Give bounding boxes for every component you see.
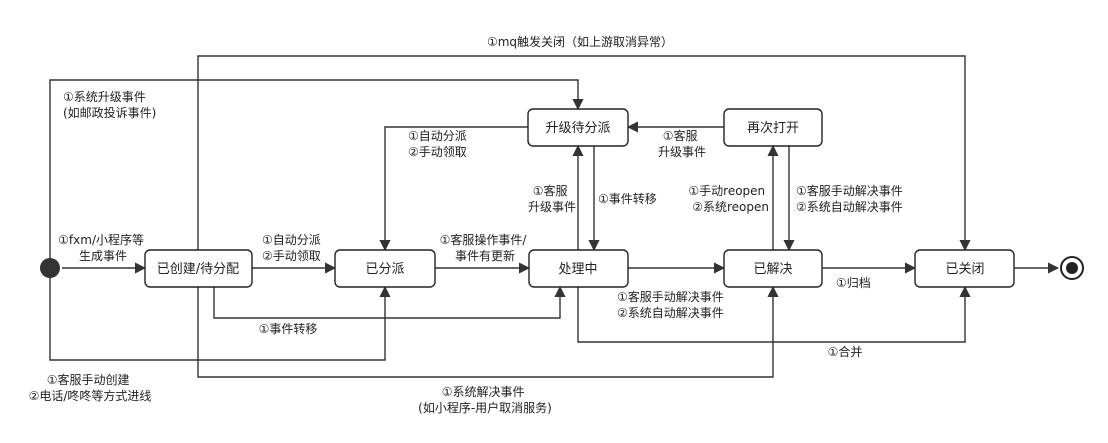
edge-escalated-to-assigned (379, 126, 528, 252)
state-escalated: 升级待分派 (527, 108, 629, 147)
edge-label-resolved-to-reopened: ①手动reopen ②系统reopen (688, 184, 769, 214)
edge-label-resolved-to-closed: ①归档 (836, 276, 871, 290)
initial-node (40, 258, 60, 278)
state-created: 已创建/待分配 (144, 249, 253, 288)
edge-created-to-closed (197, 55, 971, 252)
edge-label-processing-to-closed: ①合并 (828, 344, 863, 359)
state-label: 已创建/待分配 (157, 262, 239, 277)
state-closed: 已关闭 (914, 249, 1015, 288)
edge-created-to-processing (213, 285, 566, 319)
edge-label-created-to-processing: ①事件转移 (259, 321, 318, 336)
state-label: 已解决 (753, 262, 792, 277)
edge-label-init-to-created: ①fxm/小程序等 生成事件 (58, 232, 148, 263)
edge-init-to-assigned (49, 276, 391, 361)
state-label: 已关闭 (945, 262, 984, 277)
edge-label-created-to-closed: ①mq触发关闭（如上游取消异常） (487, 34, 673, 49)
state-assigned: 已分派 (334, 249, 436, 288)
edge-processing-to-closed (577, 285, 971, 343)
state-label: 已分派 (365, 262, 404, 277)
edges (49, 55, 1060, 378)
edge-label-created-to-resolved: ①系统解决事件 (如小程序-用户取消服务) (418, 385, 552, 415)
edge-label-reopened-to-resolved: ①客服手动解决事件 ②系统自动解决事件 (796, 183, 907, 214)
edge-label-assigned-to-processing: ①客服操作事件/ 事件有更新 (440, 232, 531, 263)
state-label: 再次打开 (747, 120, 799, 136)
edge-label-escalated-to-processing: ①事件转移 (598, 191, 657, 206)
edge-label-escalated-to-assigned: ①自动分派 ②手动领取 (408, 129, 471, 159)
edge-label-processing-to-escalated: ①客服 升级事件 (528, 183, 576, 214)
state-label: 处理中 (558, 262, 597, 277)
state-processing: 处理中 (528, 249, 629, 288)
state-reopened: 再次打开 (723, 108, 823, 147)
edge-label-processing-to-resolved: ①客服手动解决事件 ②系统自动解决事件 (617, 289, 728, 320)
final-node (1060, 256, 1084, 280)
edge-label-init-to-assigned: ①客服手动创建 ②电话/咚咚等方式进线 (29, 372, 152, 403)
edge-label-created-to-assigned: ①自动分派 ②手动领取 (262, 233, 325, 263)
edge-init-to-escalated (49, 79, 584, 260)
edge-label-init-to-escalated: ①系统升级事件 (如邮政投诉事件) (63, 90, 156, 120)
state-label: 升级待分派 (545, 121, 610, 136)
state-resolved: 已解决 (723, 249, 823, 288)
edge-created-to-resolved (197, 285, 779, 378)
edge-label-reopened-to-escalated: ①客服 升级事件 (658, 128, 706, 159)
